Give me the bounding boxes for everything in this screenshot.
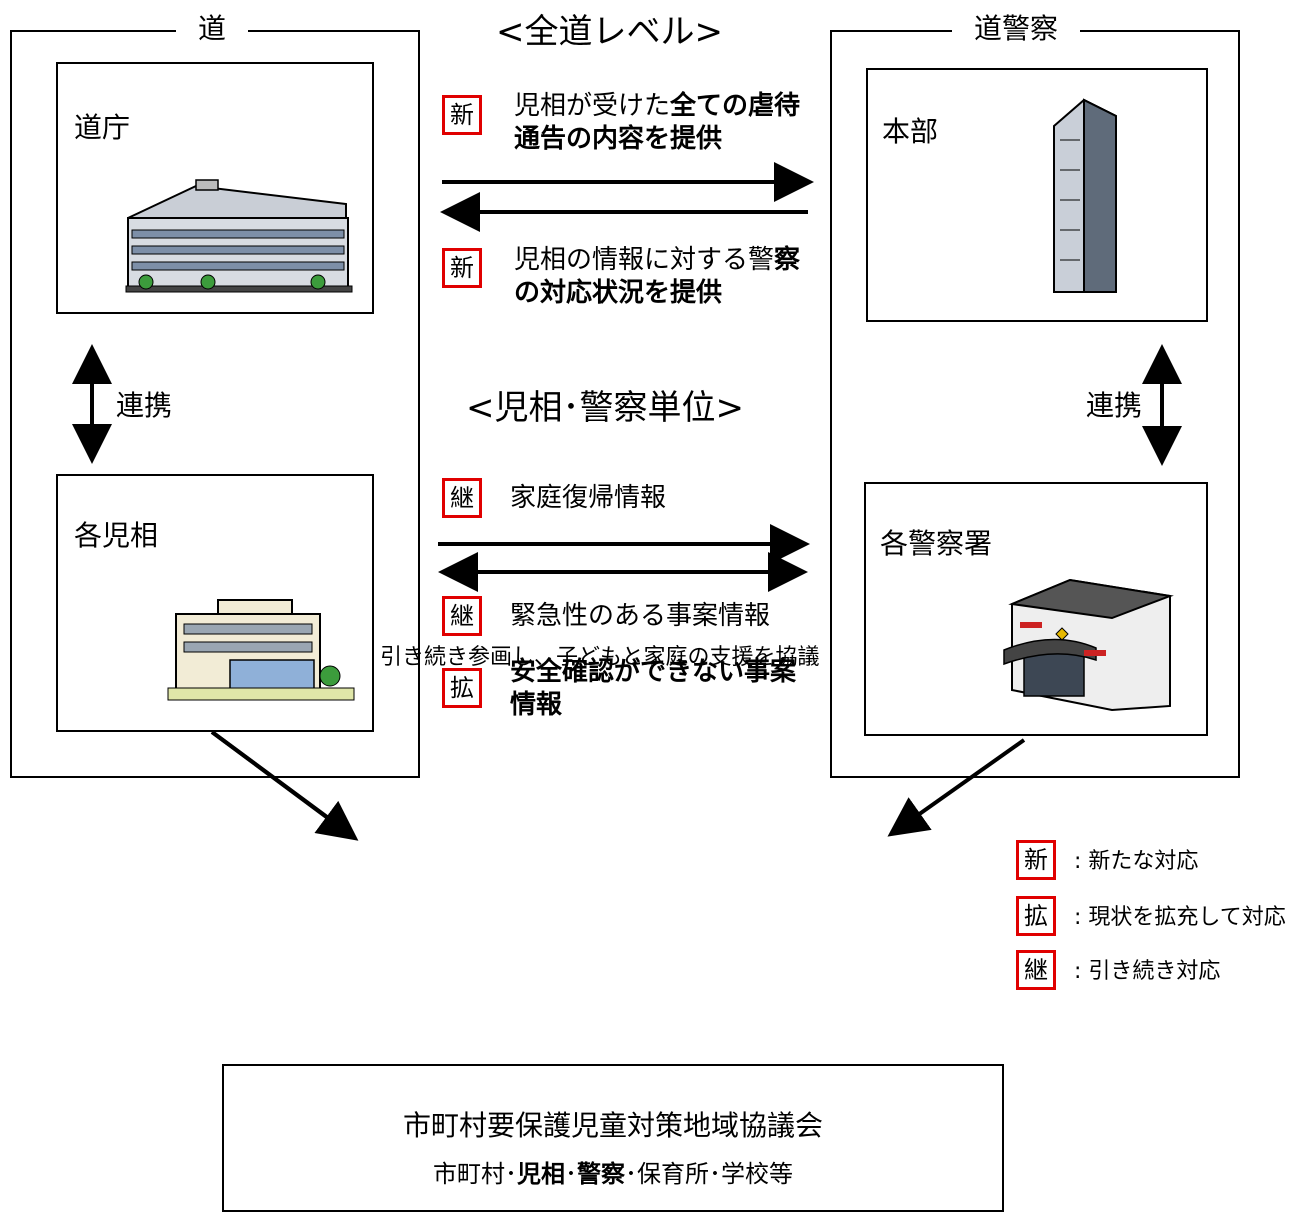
left-link-label: 連携 — [116, 389, 173, 422]
legend-badge-continue: 継 — [1016, 950, 1056, 990]
message-police-status-bold: 察の対応状況を提供 — [514, 245, 801, 308]
arrow-right-to-council — [887, 738, 1026, 837]
message-police-status-normal: 児相の情報に対する警 — [514, 245, 775, 275]
right-group-title: 道警察 — [952, 12, 1081, 46]
badge-continue-urgent: 継 — [442, 596, 482, 636]
member-others: ･保育所･学校等 — [625, 1160, 793, 1188]
message-notify-normal: 児相が受けた — [514, 91, 671, 121]
legend-text-continue: : 引き続き対応 — [1074, 959, 1221, 984]
badge-new-notify: 新 — [442, 95, 482, 135]
legend-badge-expand: 拡 — [1016, 896, 1056, 936]
member-police: 警察 — [577, 1160, 625, 1188]
badge-new-police-status: 新 — [442, 248, 482, 288]
prefectural-office-building-icon — [125, 179, 353, 293]
message-unconfirmed: 安全確認ができない事案情報 — [510, 656, 810, 722]
police-station-icon — [1003, 578, 1174, 712]
member-child-guidance: 児相 — [517, 1160, 565, 1188]
council-members: 市町村･児相･警察･保育所･学校等 — [224, 1158, 1002, 1190]
member-municipality: 市町村･ — [433, 1160, 517, 1188]
council-box: 市町村要保護児童対策地域協議会 市町村･児相･警察･保育所･学校等 — [222, 1064, 1004, 1212]
message-home-return: 家庭復帰情報 — [510, 483, 667, 513]
legend-text-new: : 新たな対応 — [1074, 849, 1199, 874]
message-unconfirmed-bold: 安全確認ができない事案情報 — [510, 657, 797, 720]
legend-text-expand: : 現状を拡充して対応 — [1074, 905, 1286, 930]
message-notify: 児相が受けた全ての虐待通告の内容を提供 — [514, 90, 814, 156]
left-group-title: 道 — [176, 12, 249, 46]
badge-expand-unconfirmed: 拡 — [442, 668, 482, 708]
bottom-note: 引き続き参画し、子どもと家庭の支援を協議 — [380, 645, 820, 670]
legend-badge-new: 新 — [1016, 840, 1056, 880]
prefectural-office-label: 道庁 — [74, 111, 131, 144]
member-separator: ･ — [565, 1160, 577, 1188]
message-police-status: 児相の情報に対する警察の対応状況を提供 — [514, 244, 814, 310]
child-guidance-centers-label: 各児相 — [74, 519, 159, 552]
council-title: 市町村要保護児童対策地域協議会 — [402, 1109, 823, 1142]
badge-continue-home-return: 継 — [442, 478, 482, 518]
message-urgent: 緊急性のある事案情報 — [510, 601, 771, 631]
message-notify-bold: 全ての虐待通告の内容を提供 — [514, 91, 801, 154]
heading-all-prefecture: <全道レベル> — [496, 12, 723, 52]
right-link-label: 連携 — [1086, 389, 1143, 422]
heading-unit-level: <児相･警察単位> — [466, 388, 744, 428]
police-hq-label: 本部 — [882, 115, 939, 148]
arrow-left-to-council — [210, 730, 359, 841]
police-stations-label: 各警察署 — [880, 527, 993, 560]
police-hq-box: 本部 — [866, 68, 1208, 322]
child-guidance-center-icon — [167, 599, 355, 701]
police-hq-tower-icon — [1053, 98, 1117, 293]
